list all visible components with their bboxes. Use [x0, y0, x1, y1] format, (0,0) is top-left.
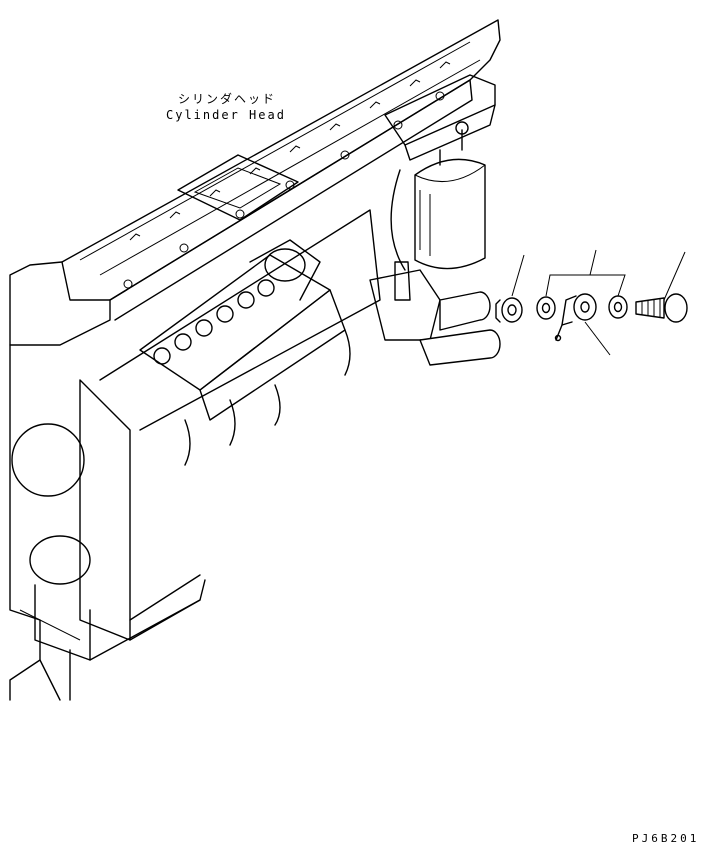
banjo-bolt [635, 293, 688, 323]
exploded-parts [495, 249, 688, 356]
drawing-code: PJ6B201 [632, 832, 700, 845]
washer-left [536, 296, 556, 320]
cylinder-head-label-jp: シリンダヘッド [178, 92, 277, 106]
washer-right [608, 295, 628, 319]
leader-washers [545, 249, 626, 297]
fuel-filter [384, 74, 496, 271]
feed-pump [369, 261, 501, 366]
injection-pump [139, 239, 346, 421]
engine-block [9, 209, 381, 701]
leader-gasket [511, 254, 525, 297]
leader-banjo [584, 321, 611, 356]
leader-bolt [663, 251, 686, 301]
gasket-part [495, 297, 523, 323]
cylinder-head-label-en: Cylinder Head [166, 108, 286, 122]
banjo-fitting [554, 293, 597, 342]
cylinder-head [9, 19, 501, 346]
